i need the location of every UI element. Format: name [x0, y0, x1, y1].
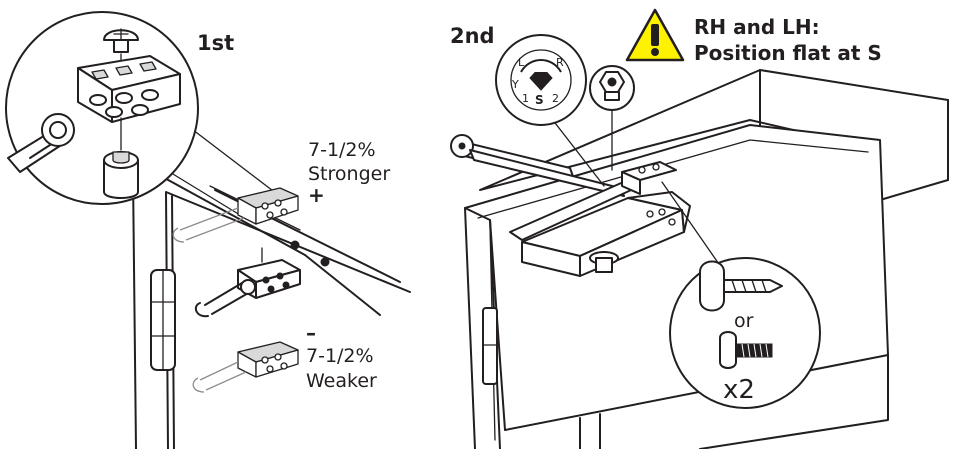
warning-line-2: Position flat at S [694, 41, 882, 65]
self-drilling-screw-icon [699, 260, 783, 312]
dial-label-s: S [535, 93, 544, 107]
speed-dial-magnifier: S 1 2 R L Y [495, 34, 587, 126]
dial-label-l: L [518, 56, 525, 69]
step2-label: 2nd [450, 24, 495, 48]
screw-or-text: or [734, 310, 754, 332]
stronger-percent: 7-1/2% [308, 139, 376, 161]
dial-label-1: 1 [522, 92, 529, 105]
screw-quantity: x2 [723, 375, 755, 405]
bracket-active-position [194, 247, 301, 318]
weaker-percent: 7-1/2% [306, 345, 374, 367]
door-hinge [150, 269, 176, 371]
closer-body [521, 191, 691, 277]
closer-arm [450, 134, 641, 241]
closer-bracket [621, 161, 677, 195]
machine-screw-icon [719, 331, 773, 369]
dial-label-r: R [556, 56, 564, 69]
step2-scene: S 1 2 R L Y [450, 8, 949, 449]
hex-screw-magnifier [589, 65, 635, 111]
dial-label-y: Y [511, 78, 519, 91]
weaker-word: Weaker [306, 370, 377, 392]
screws-detail-magnifier: or x2 [669, 257, 821, 409]
warning-line-1: RH and LH: [694, 15, 820, 39]
bracket-stronger-position [172, 187, 299, 243]
bracket-detail-magnifier [5, 11, 199, 205]
door-hinge-2 [482, 307, 498, 385]
warning-triangle-icon [625, 8, 685, 62]
step1-label: 1st [197, 31, 234, 55]
bracket-weaker-position [192, 341, 299, 393]
dial-label-2: 2 [552, 92, 559, 105]
weaker-minus-sign: – [306, 321, 316, 345]
step1-scene: 1st 7-1/2% Stronger + – 7-1/2% Weaker [5, 11, 411, 449]
stronger-word: Stronger [308, 163, 390, 185]
stronger-plus-sign: + [308, 183, 325, 207]
